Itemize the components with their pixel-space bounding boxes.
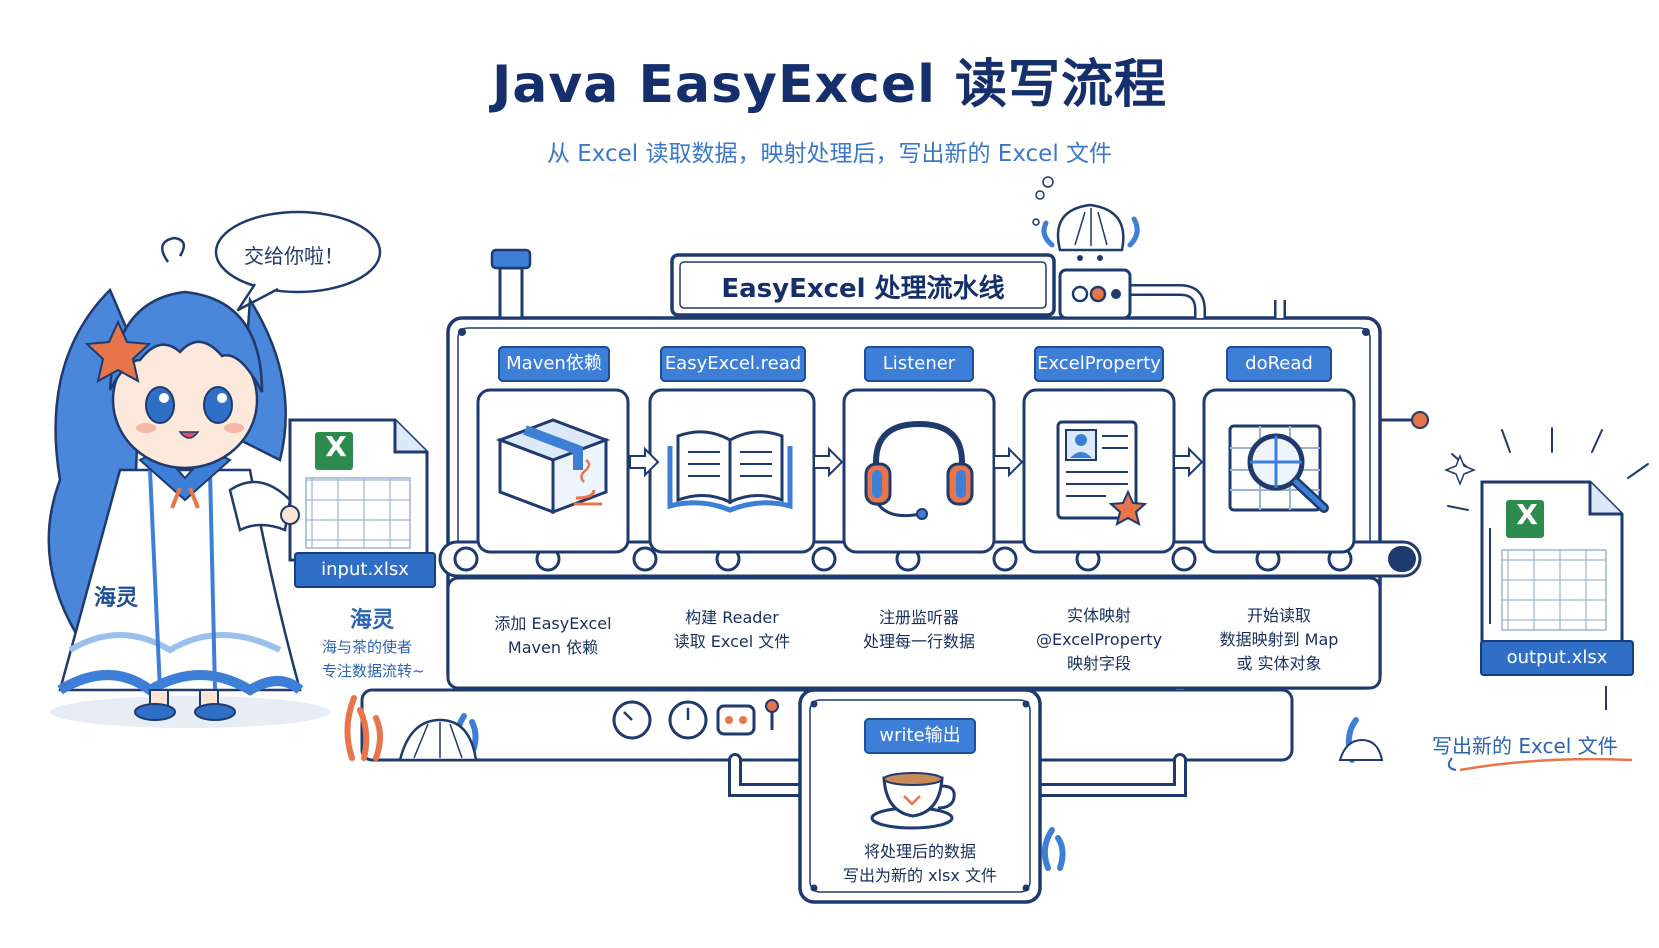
stage-desc-line: @ExcelProperty: [1035, 630, 1163, 649]
stage-desc-maven: 添加 EasyExcel Maven 依赖: [478, 612, 628, 660]
stage-tag-excelproperty: ExcelProperty: [1034, 346, 1164, 382]
stage-tag-doread: doRead: [1226, 346, 1332, 382]
pipeline-banner-title: EasyExcel 处理流水线: [721, 274, 1005, 304]
gauges: [612, 699, 779, 740]
page-subtitle: 从 Excel 读取数据，映射处理后，写出新的 Excel 文件: [546, 141, 1113, 167]
stage-tag-write: write输出: [864, 718, 976, 754]
input-file-label: input.xlsx: [294, 552, 436, 588]
robe-lettering: 海灵: [94, 586, 139, 611]
character-tagline-2: 专注数据流转~: [322, 662, 425, 680]
speech-bubble: [214, 210, 382, 312]
excel-logo-input: X: [325, 430, 347, 463]
shell-mascot-icon: [1032, 176, 1140, 261]
stage-desc-line: 注册监听器: [878, 608, 959, 627]
headphones-icon: [864, 420, 974, 520]
stage-desc-line: 将处理后的数据: [863, 842, 976, 861]
stage-desc-line: 处理每一行数据: [862, 632, 975, 651]
magnifier-table-icon: [1228, 424, 1329, 513]
seaweed-coral-decor: [344, 695, 1384, 871]
teacup-icon: [870, 772, 956, 830]
note-swirl: [1447, 757, 1457, 771]
page-title: Java EasyExcel 读写流程: [491, 55, 1168, 115]
stage-desc-read: 构建 Reader 读取 Excel 文件: [650, 606, 814, 654]
description-panel: [446, 576, 1382, 690]
stage-desc-line: 数据映射到 Map: [1219, 630, 1339, 649]
open-book-icon: [667, 430, 793, 513]
speech-bubble-text: 交给你啦！: [244, 244, 344, 268]
stage-desc-doread: 开始读取 数据映射到 Map 或 实体对象: [1204, 604, 1354, 676]
stage-desc-line: 读取 Excel 文件: [673, 632, 791, 651]
character-name: 海灵: [350, 608, 395, 633]
stage-desc-line: 开始读取: [1246, 606, 1311, 625]
input-file-icon: [288, 418, 429, 562]
stage-desc-line: 写出为新的 xlsx 文件: [843, 866, 997, 885]
output-note: 写出新的 Excel 文件: [1432, 734, 1618, 758]
stage-card-frames: [476, 388, 1356, 554]
excel-logo-output: X: [1516, 498, 1538, 531]
stage-desc-line: 实体映射: [1066, 606, 1131, 625]
stage-tag-maven: Maven依赖: [498, 346, 610, 382]
stage-desc-line: Maven 依赖: [507, 638, 599, 657]
java-package-box-icon: [495, 418, 611, 515]
stage-desc-line: 添加 EasyExcel: [494, 614, 612, 633]
stage-desc-write: 将处理后的数据 写出为新的 xlsx 文件: [800, 840, 1040, 888]
character-tagline-1: 海与茶的使者: [322, 638, 413, 656]
output-file-label: output.xlsx: [1480, 640, 1634, 676]
pipeline-banner-frame: [670, 253, 1056, 317]
flow-arrows: [629, 446, 1204, 478]
stage-tag-listener: Listener: [864, 346, 974, 382]
output-file-icon: [1443, 427, 1649, 710]
stage-desc-line: 映射字段: [1066, 654, 1131, 673]
profile-document-icon: [1056, 420, 1148, 526]
note-underline: [1459, 757, 1633, 772]
stage-desc-line: 构建 Reader: [685, 608, 779, 627]
stage-desc-listener: 注册监听器 处理每一行数据: [844, 606, 994, 654]
stage-desc-excelproperty: 实体映射 @ExcelProperty 映射字段: [1024, 604, 1174, 676]
stage-tag-read: EasyExcel.read: [660, 346, 806, 382]
character-illustration: [47, 236, 330, 728]
stage-desc-line: 或 实体对象: [1236, 654, 1322, 673]
